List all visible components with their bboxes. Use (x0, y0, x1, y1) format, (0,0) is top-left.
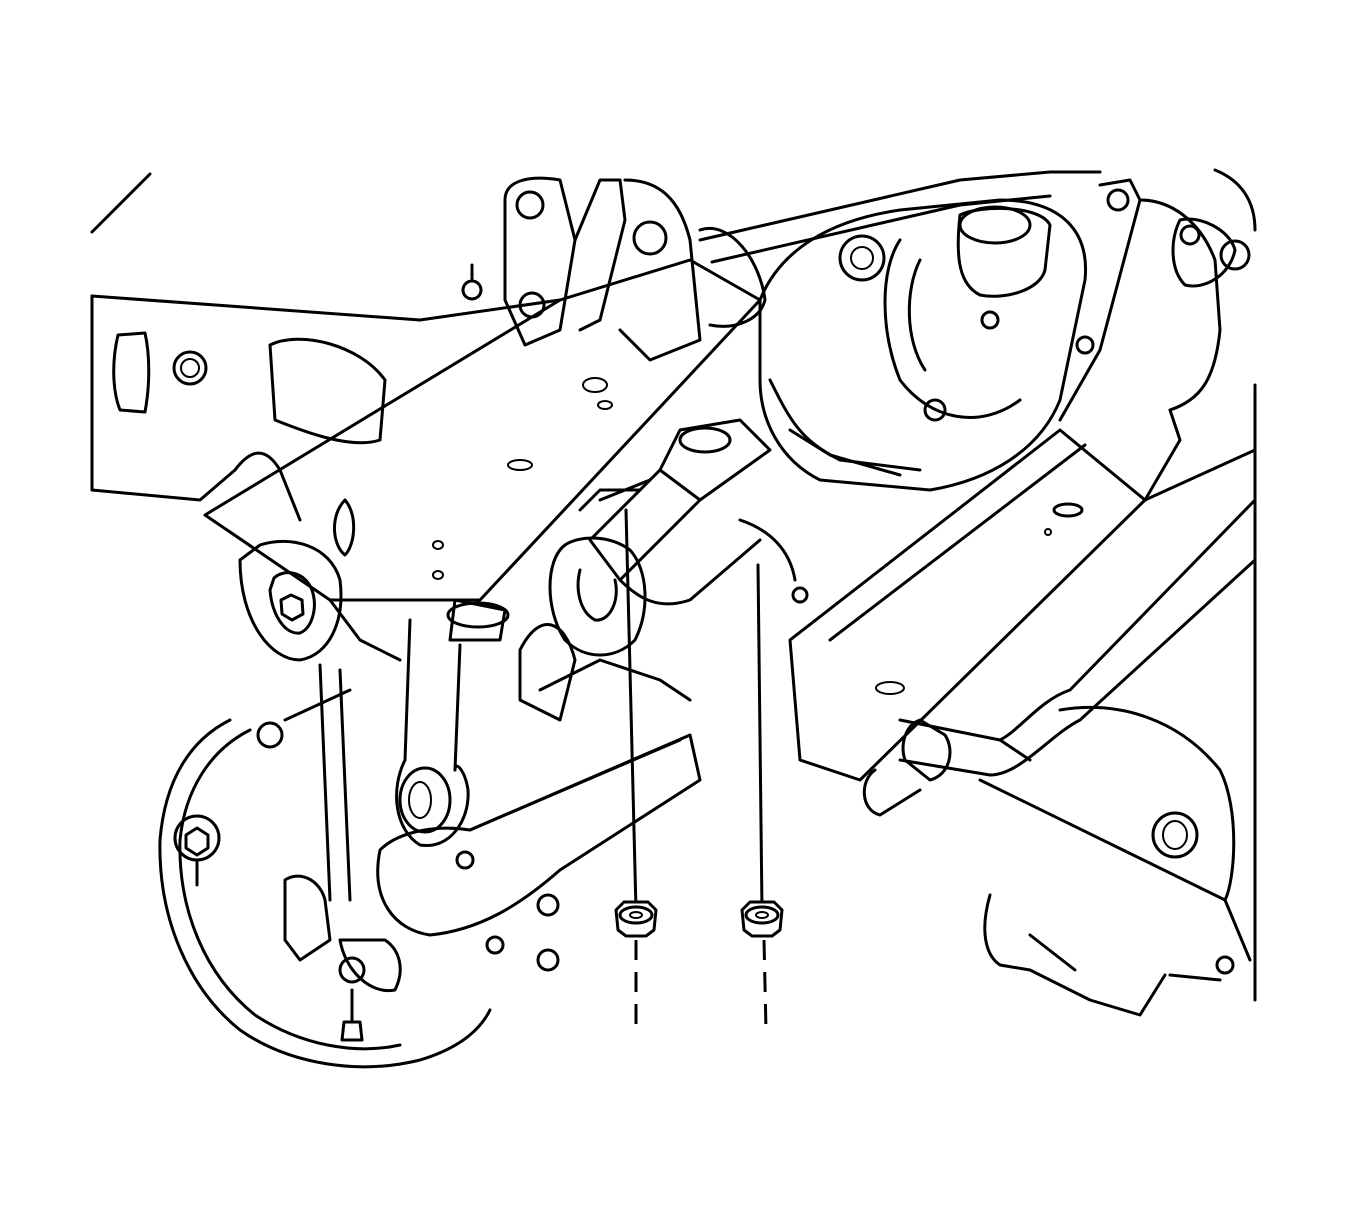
drive-shaft (518, 418, 797, 722)
crossmember-lower (788, 428, 1147, 782)
crossmember-upper (203, 258, 762, 662)
wheel-hub (158, 688, 492, 1069)
stabilizer-bar (698, 170, 1237, 288)
flange-nut-icon (740, 900, 784, 938)
shock-absorber (318, 598, 510, 902)
frame-rail-right (1058, 168, 1257, 1002)
differential-housing (758, 198, 1095, 492)
lower-control-arm (376, 733, 702, 972)
mount-bracket (461, 176, 767, 362)
frame-rail-left (90, 172, 562, 502)
exhaust-pipe (862, 498, 1257, 1017)
callout-leaders (624, 508, 768, 1031)
flange-nut-icon (614, 900, 658, 938)
